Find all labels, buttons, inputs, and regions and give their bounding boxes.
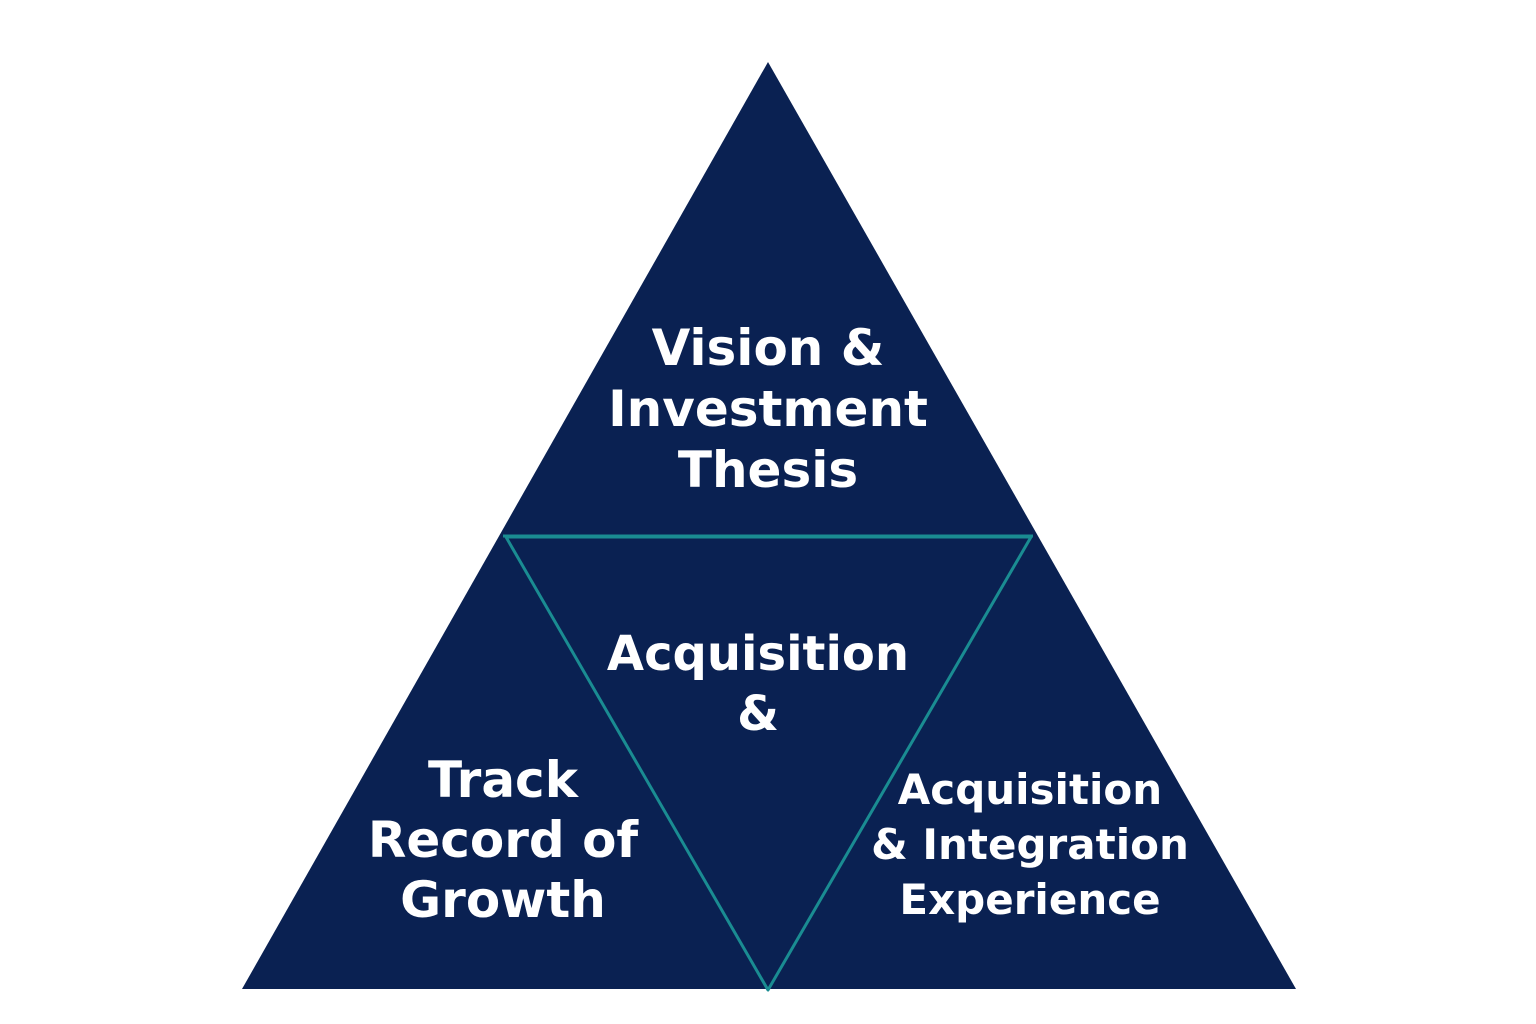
left-section-line: Growth: [400, 871, 606, 929]
top-section-line: Vision &: [651, 319, 885, 377]
outer-triangle: [242, 62, 1296, 989]
left-section-label: Track Record of Growth: [368, 750, 638, 930]
inner-inverted-triangle: [504, 535, 1033, 992]
right-section-label: Acquisition & Integration Experience: [871, 762, 1189, 927]
top-section-line: Investment: [608, 380, 928, 438]
right-section-line: Experience: [899, 875, 1161, 924]
right-section-line: Acquisition: [897, 765, 1163, 814]
center-section-label: Acquisition &: [607, 624, 909, 744]
top-section-label: Vision & Investment Thesis: [608, 318, 928, 501]
top-section-line: Thesis: [677, 441, 859, 499]
center-section-line: &: [737, 686, 779, 742]
center-section-line: Acquisition: [606, 626, 910, 682]
right-section-line: & Integration: [871, 820, 1189, 869]
left-section-line: Track: [428, 751, 578, 809]
left-section-line: Record of: [367, 811, 639, 869]
